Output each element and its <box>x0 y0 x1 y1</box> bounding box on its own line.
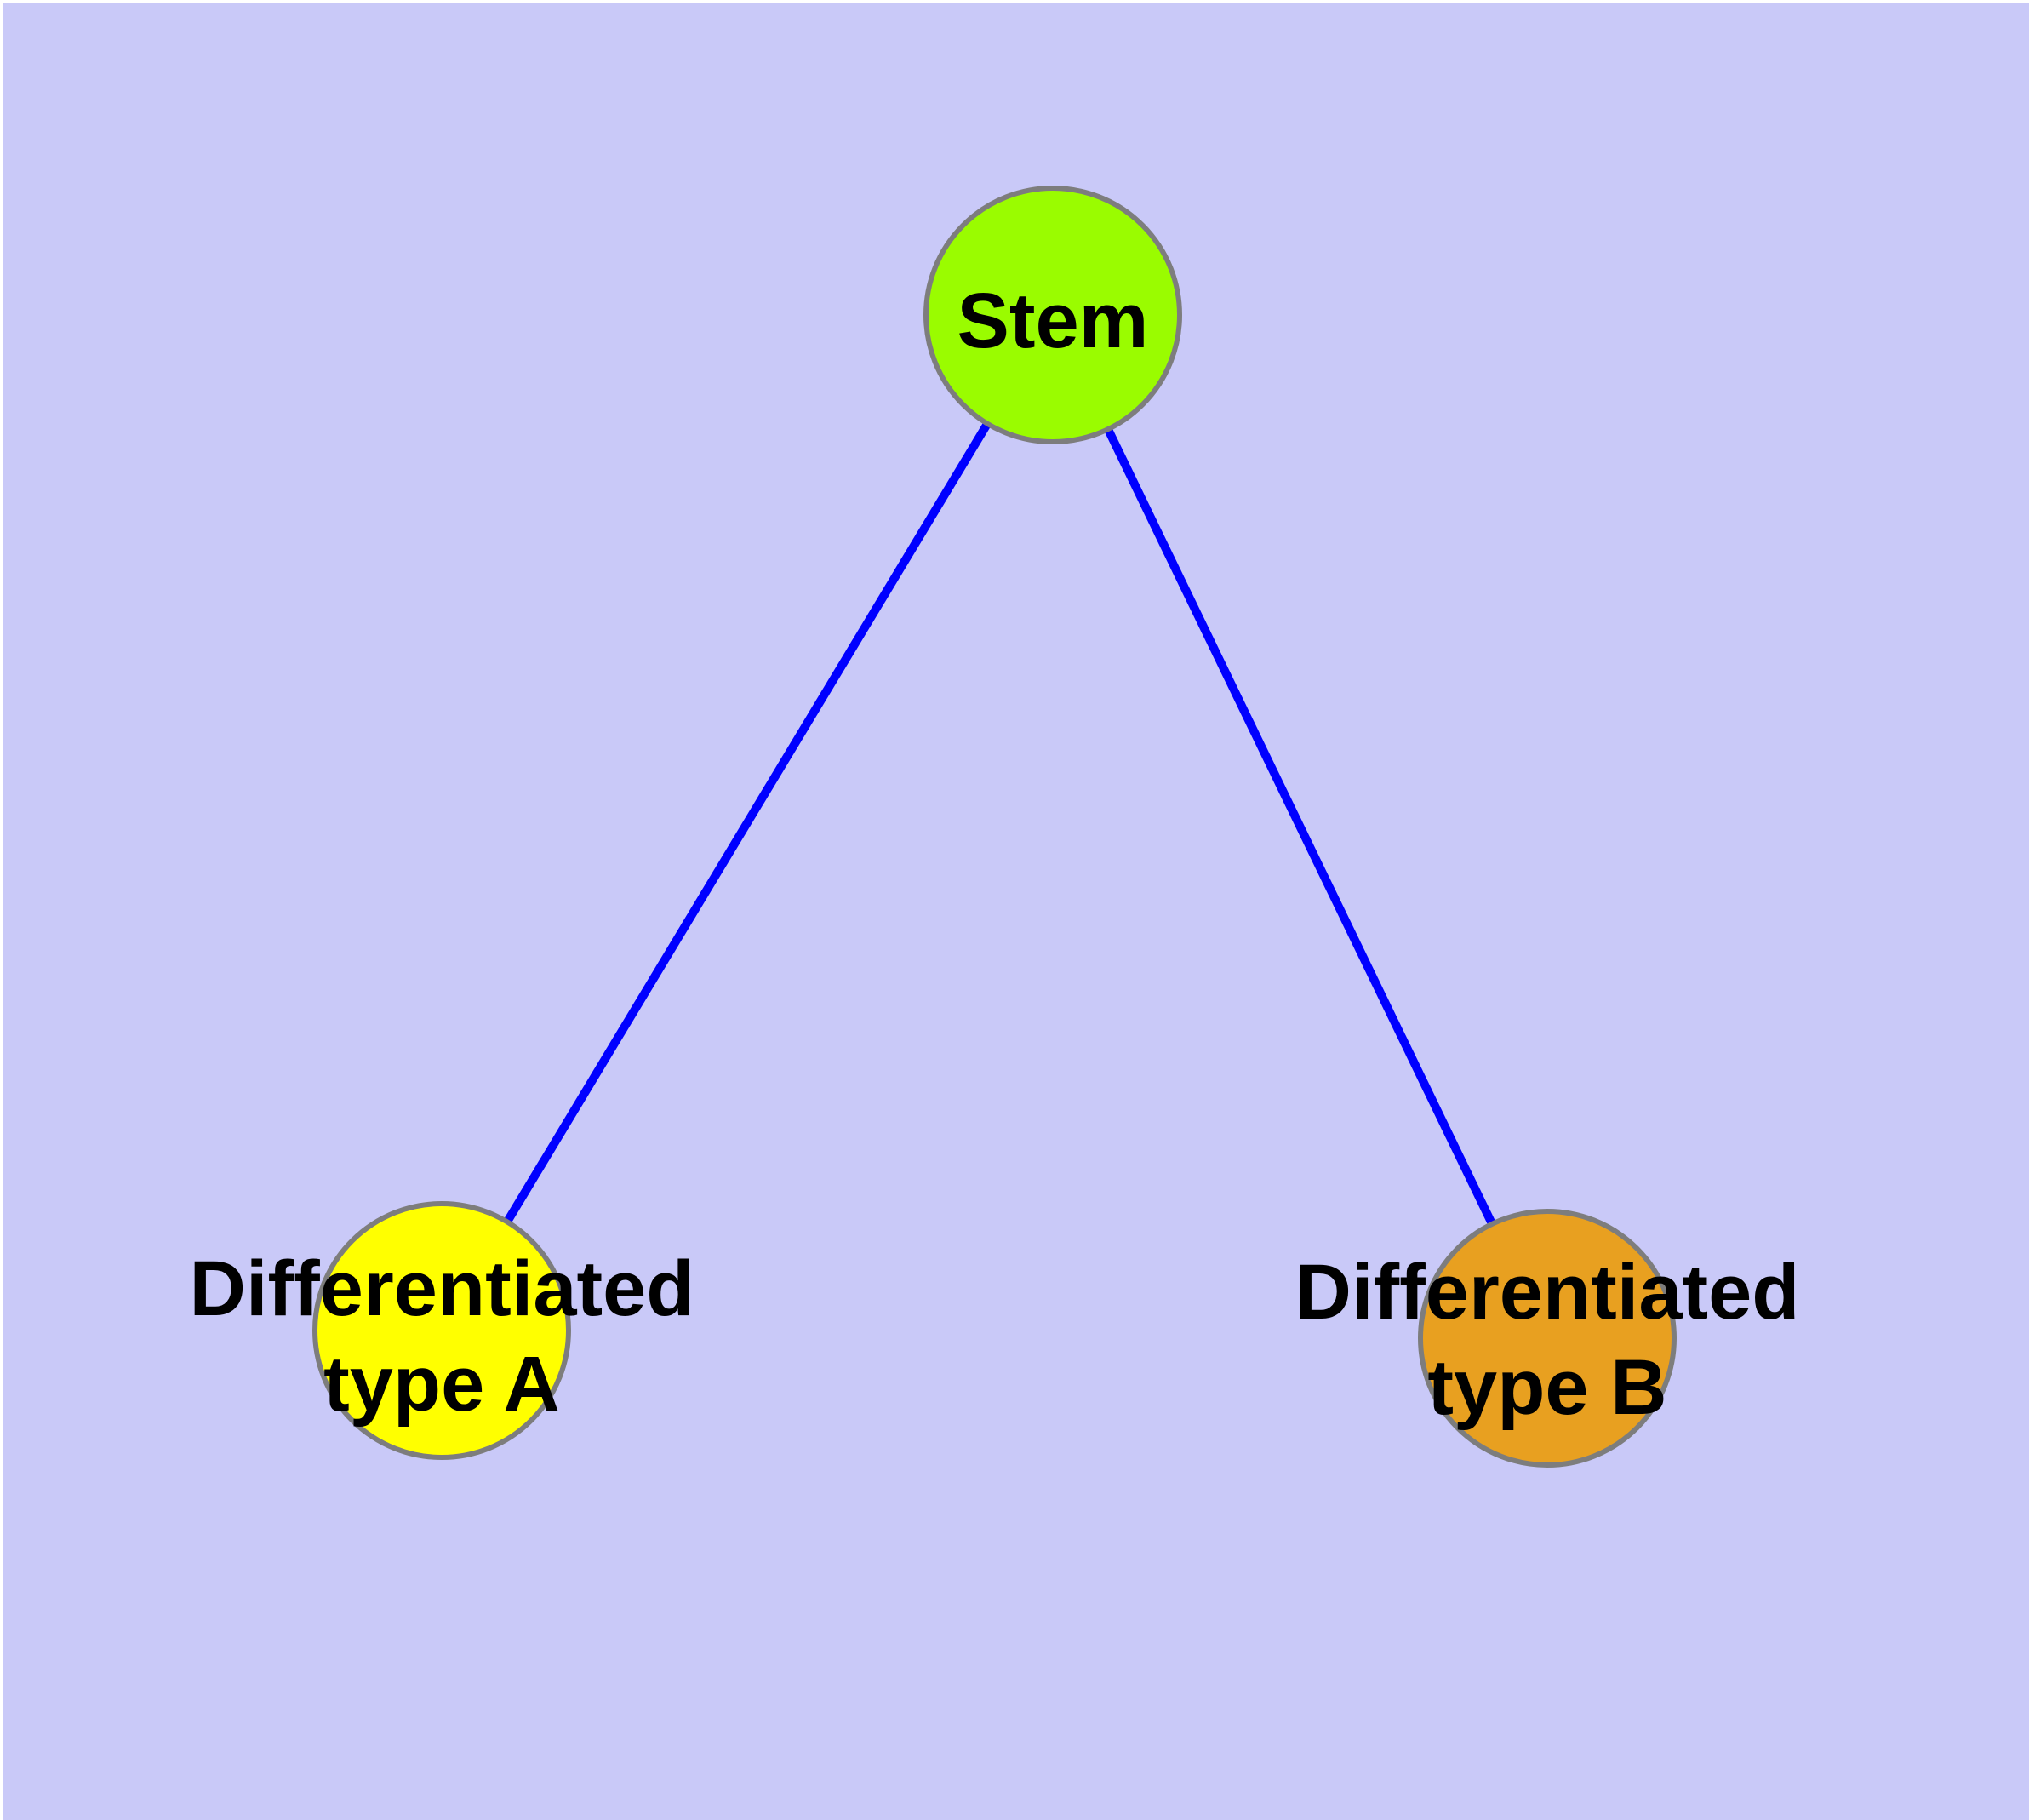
node-type-b-circle <box>1418 1209 1677 1468</box>
edge-stem-to-type-b <box>1049 312 1552 1341</box>
node-stem-circle <box>923 186 1182 444</box>
node-type-a-circle <box>312 1201 571 1460</box>
edge-stem-to-type-a <box>437 312 1057 1333</box>
diagram-canvas: Stem Differentiated type A Differentiate… <box>3 3 2029 1820</box>
graph-svg <box>3 3 2029 1820</box>
